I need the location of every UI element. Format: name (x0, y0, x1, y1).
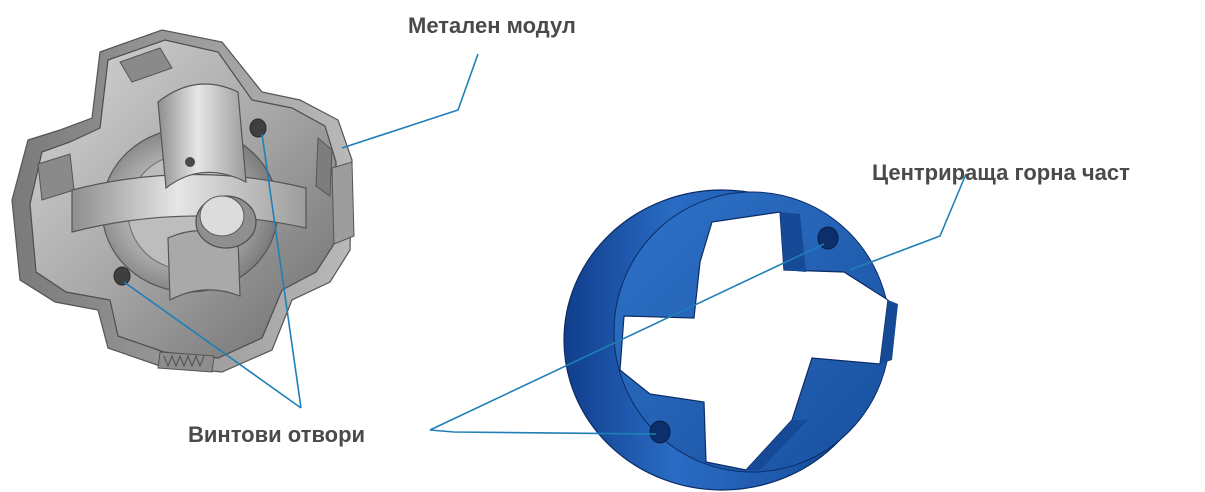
leader-centering-top (849, 173, 967, 271)
metal-module-illustration (11, 29, 355, 373)
centering-ring-screw-hole-upper (817, 226, 839, 250)
metal-module-screw-hole-lower (113, 266, 131, 286)
metal-module-tab-teeth (163, 354, 205, 368)
leader-screw-metal-upper (261, 133, 302, 409)
centering-ring-inner-wall-bottom (746, 420, 808, 470)
metal-module-notch-top (119, 47, 173, 83)
metal-module-vertical-arc (157, 83, 247, 190)
metal-module-notch-right (315, 136, 333, 197)
leader-screw-ring-upper (429, 243, 825, 431)
metal-module-tab-right (331, 161, 355, 245)
metal-module-screw-hole-upper (249, 118, 267, 138)
label-centering-top-part: Центрираща горна част (872, 160, 1130, 185)
leader-screw-ring-lower (429, 429, 657, 435)
centering-ring-inner-wall-top (780, 212, 806, 272)
leader-screw-metal-lower (123, 281, 302, 409)
metal-module-screw-hole-small (185, 157, 195, 167)
centering-ring-inner-wall-right (880, 300, 898, 364)
label-screw-holes: Винтови отвори (188, 422, 366, 447)
centering-ring-illustration (563, 189, 898, 491)
leader-lines (123, 53, 967, 435)
centering-ring-screw-hole-lower (649, 420, 671, 444)
leader-metal-module (341, 53, 479, 149)
metal-module-knob-top (199, 195, 245, 237)
label-metal-module: Метален модул (408, 13, 576, 38)
